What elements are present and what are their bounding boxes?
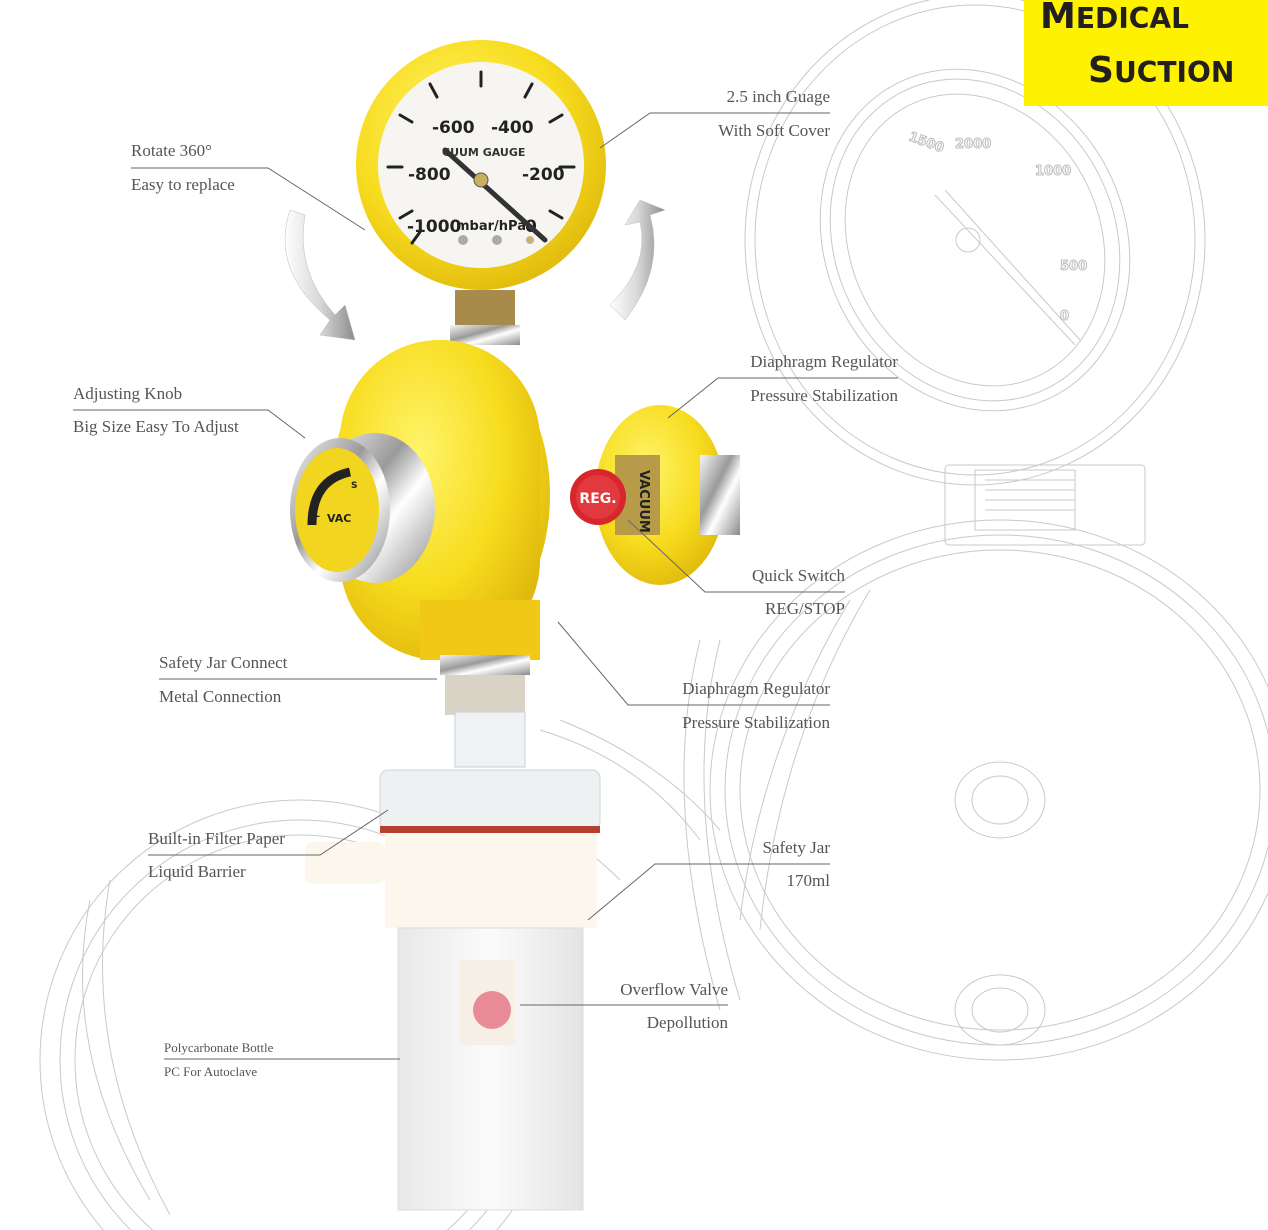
vacuum-gauge: -1000 -800 -600 -400 -200 0 CUUM GAUGE m… xyxy=(356,40,606,345)
callout-filter-title: Built-in Filter Paper xyxy=(148,829,285,848)
svg-text:500: 500 xyxy=(1060,259,1087,274)
callout-safety-jar-title: Safety Jar xyxy=(762,838,830,857)
svg-text:0: 0 xyxy=(1060,309,1069,324)
svg-text:1000: 1000 xyxy=(1035,164,1071,179)
svg-text:1500: 1500 xyxy=(907,130,946,156)
callout-diaphragm-top-title: Diaphragm Regulator xyxy=(750,352,898,371)
callout-diaphragm-top-desc: Pressure Stabilization xyxy=(750,386,898,405)
title-badge: MEDICAL SUCTION xyxy=(1024,0,1268,106)
callout-diaphragm-bottom-desc: Pressure Stabilization xyxy=(682,713,830,732)
gauge-tick-neg800: -800 xyxy=(408,165,451,185)
svg-text:S: S xyxy=(351,481,357,491)
safety-jar xyxy=(305,711,601,1211)
metal-connector xyxy=(440,655,530,715)
svg-text:L: L xyxy=(314,510,320,520)
callout-overflow-title: Overflow Valve xyxy=(620,980,728,999)
gauge-tick-neg1000: -1000 xyxy=(407,217,462,237)
callout-rotate-title: Rotate 360° xyxy=(131,141,212,160)
callout-rotate-desc: Easy to replace xyxy=(131,175,235,194)
callout-knob-desc: Big Size Easy To Adjust xyxy=(73,417,239,436)
vacuum-ring-text: VACUUM xyxy=(636,470,651,533)
adjusting-knob xyxy=(290,433,435,583)
gauge-tick-neg400: -400 xyxy=(491,118,534,138)
callout-quick-switch-desc: REG/STOP xyxy=(765,599,845,618)
callout-bottle-desc: PC For Autoclave xyxy=(164,1064,258,1079)
svg-text:CUUM GAUGE: CUUM GAUGE xyxy=(442,146,525,159)
callout-gauge-desc: With Soft Cover xyxy=(718,121,830,140)
svg-text:2000: 2000 xyxy=(955,137,991,152)
title-line-1: MEDICAL xyxy=(1040,0,1189,37)
reg-button-label: REG. xyxy=(579,491,616,507)
callout-filter-desc: Liquid Barrier xyxy=(148,862,246,881)
callout-overflow-desc: Depollution xyxy=(646,1013,728,1032)
callout-bottle-title: Polycarbonate Bottle xyxy=(164,1040,274,1055)
callout-jar-connect-desc: Metal Connection xyxy=(159,687,282,706)
gauge-tick-neg600: -600 xyxy=(432,118,475,138)
callout-gauge-title: 2.5 inch Guage xyxy=(726,87,830,106)
svg-text:VAC: VAC xyxy=(327,512,351,525)
callout-knob-title: Adjusting Knob xyxy=(73,384,183,403)
callout-safety-jar-desc: 170ml xyxy=(786,871,830,890)
title-line-2: SUCTION xyxy=(1088,50,1235,91)
svg-text:mbar/hPa: mbar/hPa xyxy=(456,219,526,234)
background-gauge-labels: 1500 2000 1000 500 0 xyxy=(906,129,1088,324)
callout-diaphragm-bottom-title: Diaphragm Regulator xyxy=(682,679,830,698)
rotate-arrows-icon xyxy=(284,199,666,341)
callout-jar-connect-title: Safety Jar Connect xyxy=(159,653,288,672)
callout-leader-lines xyxy=(73,112,898,1060)
gauge-tick-neg200: -200 xyxy=(522,165,565,185)
callout-quick-switch-title: Quick Switch xyxy=(751,566,845,585)
